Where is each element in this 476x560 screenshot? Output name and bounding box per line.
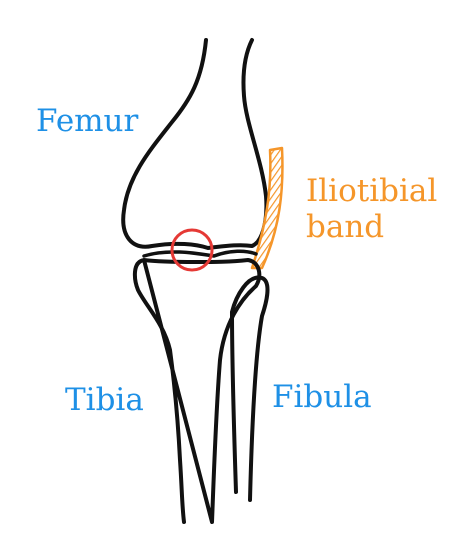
iliotibial-band (250, 146, 284, 270)
femur-bone (121, 38, 269, 250)
fibula-bone (230, 275, 270, 502)
fibula-label: Fibula (272, 379, 372, 415)
iliotibial-band-label-line2: band (306, 208, 385, 245)
tibia-label: Tibia (65, 382, 144, 418)
joint-line (142, 249, 258, 258)
tibia-bone (132, 258, 262, 524)
femur-label: Femur (36, 103, 139, 139)
iliotibial-band-label-line1: Iliotibial (306, 173, 438, 209)
iliotibial-band-label: Iliotibial band (306, 173, 438, 245)
highlight-circle (170, 228, 214, 272)
